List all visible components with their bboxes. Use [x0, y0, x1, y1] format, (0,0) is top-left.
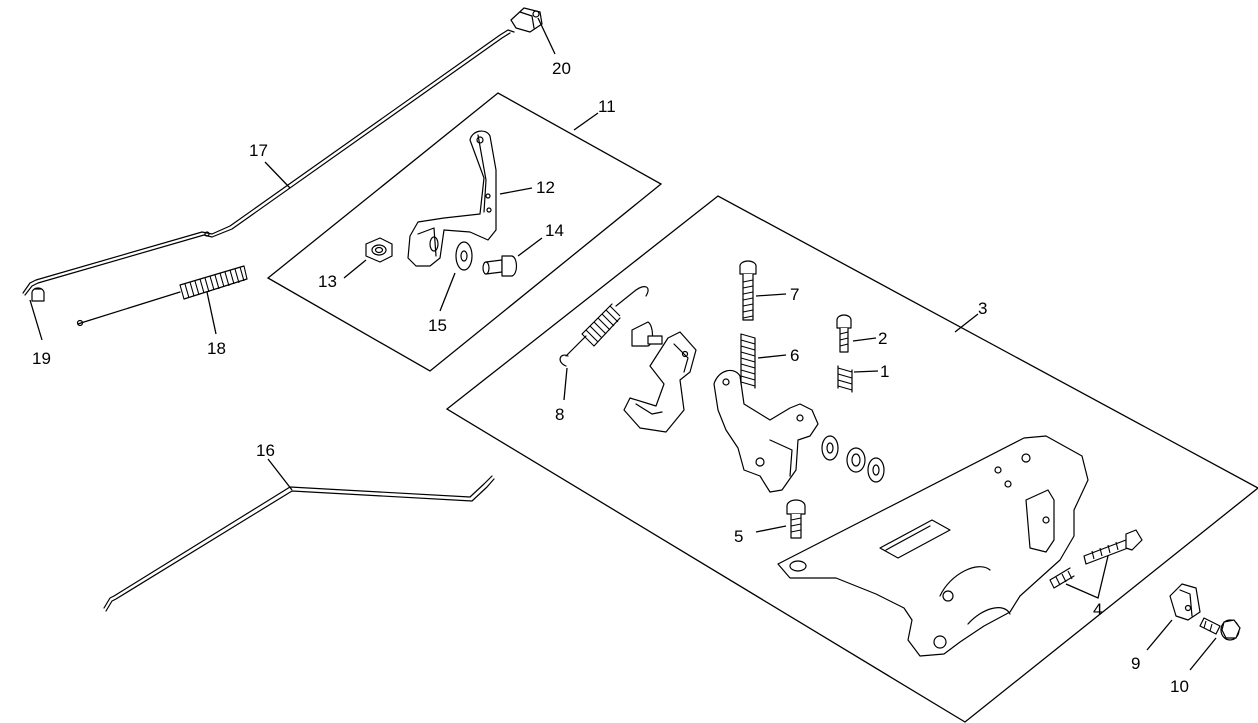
- callout-6: 6: [790, 346, 799, 365]
- callout-labels: 1 2 3 4 5 6 7 8 9 10 11 12 13 14 15 16 1…: [32, 59, 1189, 696]
- callout-1: 1: [880, 362, 889, 381]
- clip-part-20: [510, 7, 543, 33]
- spring-part-8: [559, 286, 649, 367]
- control-lever: [713, 369, 819, 493]
- callout-3: 3: [978, 299, 987, 318]
- rod-part-17: [22, 29, 515, 296]
- callout-4: 4: [1093, 600, 1102, 619]
- base-plate: [777, 435, 1089, 657]
- rod-part-16: [103, 475, 495, 612]
- lever-part-12: [407, 130, 497, 267]
- assembly-frame-3: [445, 195, 1258, 723]
- callout-19: 19: [32, 349, 51, 368]
- callout-5: 5: [734, 527, 743, 546]
- callout-8: 8: [555, 405, 564, 424]
- assembly-frame-11: [266, 92, 663, 372]
- pin-part: [631, 321, 663, 347]
- spring-part-4: [1049, 567, 1075, 589]
- clip-part-9: [1169, 583, 1201, 621]
- callout-18: 18: [207, 339, 226, 358]
- callout-10: 10: [1170, 677, 1189, 696]
- callout-7: 7: [790, 285, 799, 304]
- spring-part-6: [740, 333, 756, 389]
- screw-part-7: [739, 260, 757, 321]
- callout-12: 12: [536, 178, 555, 197]
- washer-group: [821, 435, 885, 483]
- spring-part-18: [76, 265, 248, 327]
- callout-20: 20: [552, 59, 571, 78]
- bolt-part-14: [482, 255, 518, 277]
- callout-2: 2: [878, 329, 887, 348]
- callout-17: 17: [249, 141, 268, 160]
- washer-part-15: [455, 241, 473, 271]
- screw-part-4: [1083, 529, 1143, 565]
- callout-16: 16: [256, 441, 275, 460]
- callout-11: 11: [598, 97, 616, 116]
- screw-part-5: [786, 499, 806, 539]
- callout-14: 14: [545, 221, 564, 240]
- leader-lines: [29, 17, 1217, 671]
- nut-part-13: [365, 237, 393, 263]
- bushing-part-19: [31, 287, 45, 302]
- screw-part-2: [836, 314, 852, 353]
- bolt-part-10: [1199, 617, 1241, 641]
- callout-9: 9: [1131, 654, 1140, 673]
- callout-13: 13: [318, 272, 337, 291]
- spring-part-1: [837, 365, 853, 393]
- callout-15: 15: [428, 316, 447, 335]
- governor-bracket: [623, 331, 697, 433]
